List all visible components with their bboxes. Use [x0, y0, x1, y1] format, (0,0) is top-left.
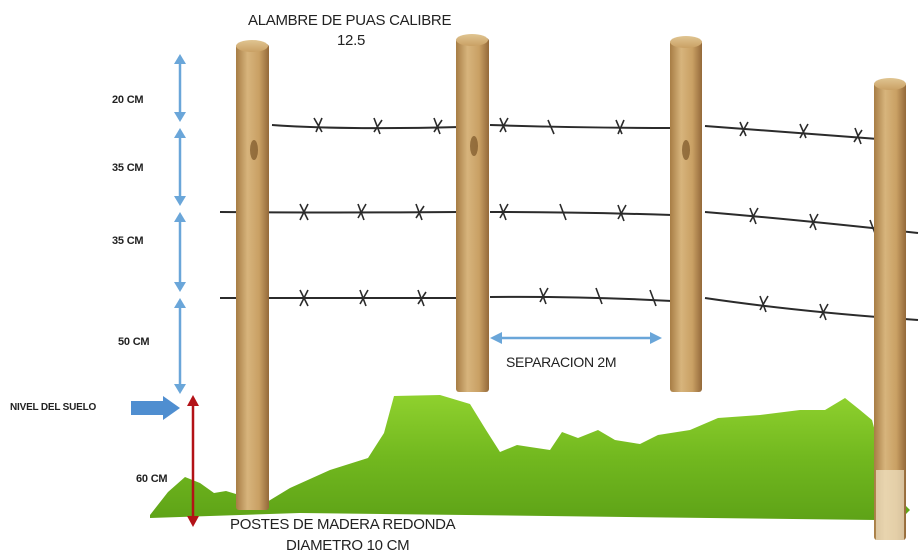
posts-title-line1: POSTES DE MADERA REDONDA — [230, 516, 456, 533]
dim-label-60cm: 60 CM — [136, 473, 168, 485]
barbs — [299, 117, 887, 327]
arrow-right-icon — [131, 396, 180, 420]
separation-label: SEPARACION 2M — [506, 354, 617, 370]
dim-arrow-35cm-b — [174, 212, 186, 292]
fence-post-1 — [236, 40, 269, 510]
dim-label-20cm: 20 CM — [112, 94, 144, 106]
ground-level-label: NIVEL DEL SUELO — [10, 402, 97, 413]
dimension-arrows — [174, 54, 662, 394]
fence-post-3 — [670, 36, 702, 392]
depth-arrow-60cm — [187, 395, 199, 527]
posts-title-line2: DIAMETRO 10 CM — [286, 537, 410, 554]
barbed-wire-bottom — [219, 295, 919, 321]
barbed-wire-group — [219, 117, 919, 327]
dim-arrow-50cm — [174, 298, 186, 394]
dim-arrow-35cm-a — [174, 128, 186, 206]
barbed-wire-top — [271, 124, 879, 140]
wire-title-line2: 12.5 — [337, 32, 365, 49]
grass-ground — [150, 395, 910, 520]
fence-post-4 — [874, 78, 906, 540]
dim-arrow-20cm — [174, 54, 186, 122]
fence-post-2 — [456, 34, 489, 392]
dim-label-50cm: 50 CM — [118, 336, 150, 348]
dim-label-35cm-a: 35 CM — [112, 162, 144, 174]
dim-label-35cm-b: 35 CM — [112, 235, 144, 247]
separation-arrow — [490, 332, 662, 344]
wire-title-line1: ALAMBRE DE PUAS CALIBRE — [248, 12, 452, 29]
